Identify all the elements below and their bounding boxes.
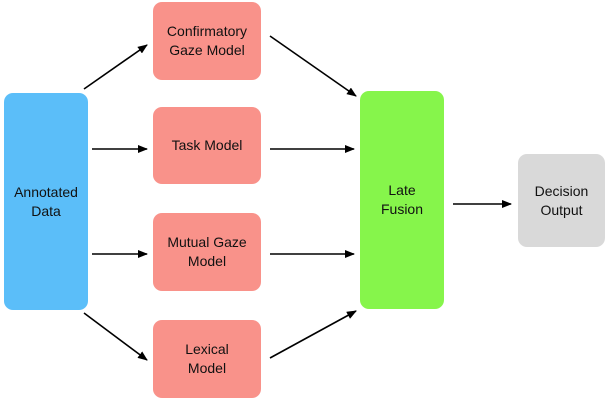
confirmatory-gaze-model-node: Confirmatory Gaze Model: [153, 2, 261, 80]
arrow-input-to-confirmatory: [83, 44, 148, 90]
decision-output-node: Decision Output: [518, 154, 605, 247]
task-model-node: Task Model: [153, 107, 261, 184]
lexical-model-node: Lexical Model: [153, 320, 261, 398]
arrow-input-to-lexical: [83, 312, 148, 361]
annotated-data-node: Annotated Data: [4, 93, 88, 310]
mutual-gaze-model-node: Mutual Gaze Model: [153, 213, 261, 291]
arrow-confirmatory-to-fusion: [269, 35, 357, 97]
arrow-lexical-to-fusion: [269, 310, 357, 359]
late-fusion-node: Late Fusion: [360, 91, 444, 309]
